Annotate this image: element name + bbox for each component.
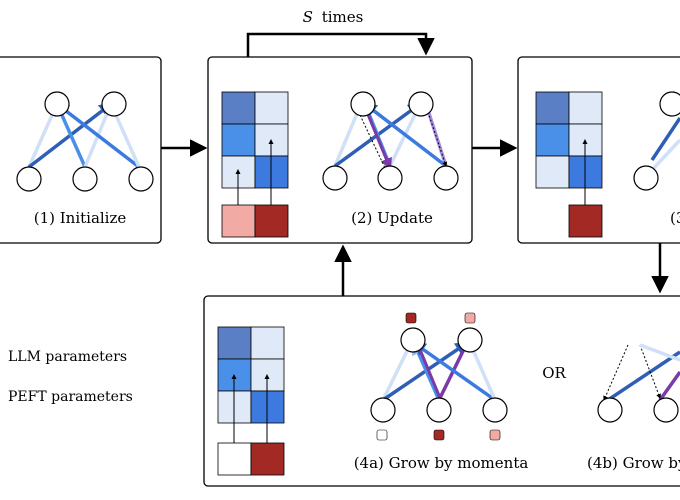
- panel-update: (2) Update: [207, 56, 473, 244]
- network-initialize: [16, 91, 154, 192]
- panel-grow: (4a) Grow by momenta OR (4b) Grow by: [203, 295, 680, 487]
- loop-label: times: [322, 8, 364, 26]
- or-label: OR: [542, 364, 566, 382]
- legend-peft-parameters: PEFT parameters: [8, 389, 133, 405]
- parameter-grid-third: [535, 91, 603, 238]
- legend: LLM parameters PEFT parameters: [8, 349, 133, 405]
- label-third: (3: [670, 209, 680, 227]
- network-third: [633, 91, 680, 191]
- network-update: [322, 91, 459, 191]
- label-grow-b: (4b) Grow by: [587, 454, 680, 472]
- panel-initialize: (1) Initialize: [0, 56, 162, 244]
- label-grow-momenta: (4a) Grow by momenta: [354, 454, 529, 472]
- label-update: (2) Update: [351, 209, 433, 227]
- loop-variable: S: [303, 8, 313, 26]
- loop-arrow: S times: [246, 8, 435, 57]
- network-grow-momenta: [370, 312, 508, 441]
- parameter-grid-update: [221, 91, 289, 238]
- svg-text:S times: S times: [303, 8, 364, 26]
- parameter-grid-grow: [217, 326, 285, 476]
- label-initialize: (1) Initialize: [34, 209, 127, 227]
- network-grow-b: [597, 343, 680, 423]
- panel-third: (3: [517, 56, 680, 244]
- legend-llm-parameters: LLM parameters: [8, 349, 127, 365]
